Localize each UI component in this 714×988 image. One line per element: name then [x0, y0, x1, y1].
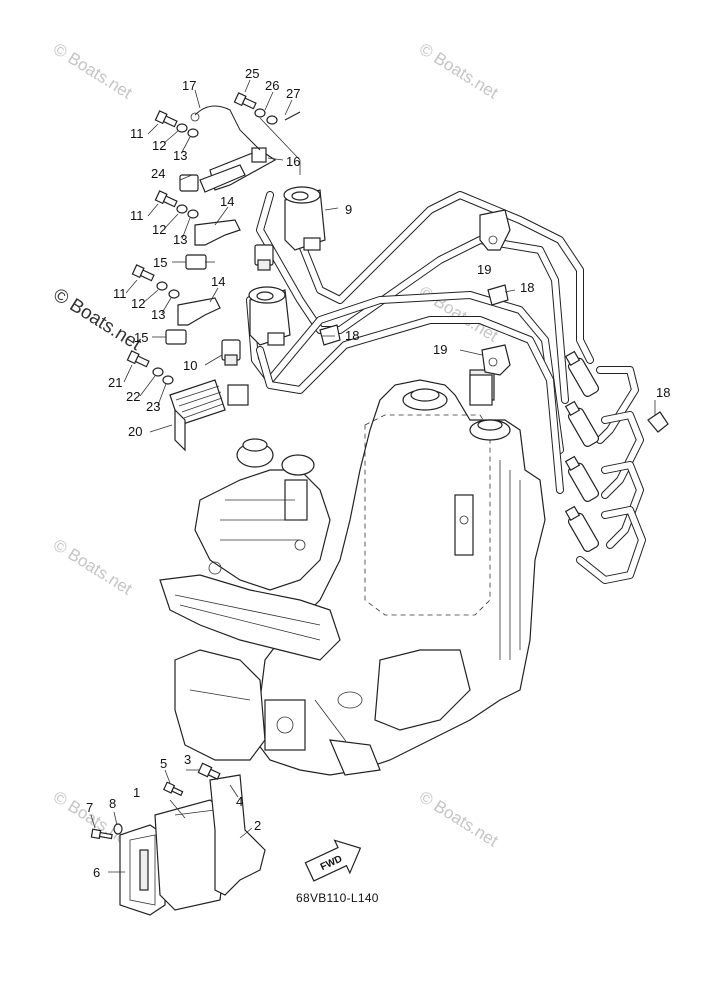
callout-20: 20 — [128, 424, 142, 439]
watermark: © Boats.net — [50, 535, 136, 598]
callout-14: 14 — [211, 274, 225, 289]
callout-18: 18 — [520, 280, 534, 295]
callout-11: 11 — [130, 208, 144, 223]
watermark: © Boats.net — [416, 787, 502, 850]
callout-11: 11 — [130, 126, 144, 141]
callouts: 17 25 26 27 11 12 13 16 24 9 11 12 13 14… — [86, 66, 670, 880]
callout-17: 17 — [182, 78, 196, 93]
callout-13: 13 — [151, 307, 165, 322]
callout-15: 15 — [134, 330, 148, 345]
leader-lines — [90, 79, 656, 873]
engine-block — [159, 369, 546, 776]
callout-12: 12 — [131, 296, 145, 311]
ignition-coil-10 — [221, 286, 291, 366]
callout-4: 4 — [236, 794, 243, 809]
callout-8: 8 — [109, 796, 116, 811]
callout-19: 19 — [477, 262, 491, 277]
callout-12: 12 — [152, 222, 166, 237]
callout-6: 6 — [93, 865, 100, 880]
callout-7: 7 — [86, 800, 93, 815]
callout-9: 9 — [345, 202, 352, 217]
callout-19: 19 — [433, 342, 447, 357]
callout-3: 3 — [184, 752, 191, 767]
watermark: © Boats.net — [50, 39, 136, 102]
callout-13: 13 — [173, 148, 187, 163]
callout-23: 23 — [146, 399, 160, 414]
callout-14: 14 — [220, 194, 234, 209]
callout-10: 10 — [183, 358, 197, 373]
ignition-coil-9 — [254, 186, 326, 271]
callout-24: 24 — [151, 166, 165, 181]
callout-25: 25 — [245, 66, 259, 81]
fwd-arrow: FWD — [304, 839, 362, 882]
callout-13: 13 — [173, 232, 187, 247]
hardware-upper — [126, 92, 301, 452]
callout-11: 11 — [113, 286, 127, 301]
callout-18: 18 — [656, 385, 670, 400]
callout-15: 15 — [153, 255, 167, 270]
callout-22: 22 — [126, 389, 140, 404]
callout-2: 2 — [254, 818, 261, 833]
callout-21: 21 — [108, 375, 122, 390]
callout-18: 18 — [345, 328, 359, 343]
watermark: © Boats.net — [416, 39, 502, 102]
callout-12: 12 — [152, 138, 166, 153]
callout-26: 26 — [265, 78, 279, 93]
callout-27: 27 — [286, 86, 300, 101]
cover-assembly — [90, 762, 266, 916]
drawing-number: 68VB110-L140 — [296, 891, 379, 905]
callout-16: 16 — [286, 154, 300, 169]
callout-5: 5 — [160, 756, 167, 771]
ignition-coils — [221, 186, 646, 584]
rectifier-20 — [169, 379, 249, 452]
callout-1: 1 — [133, 785, 140, 800]
clamps-right — [319, 209, 669, 433]
